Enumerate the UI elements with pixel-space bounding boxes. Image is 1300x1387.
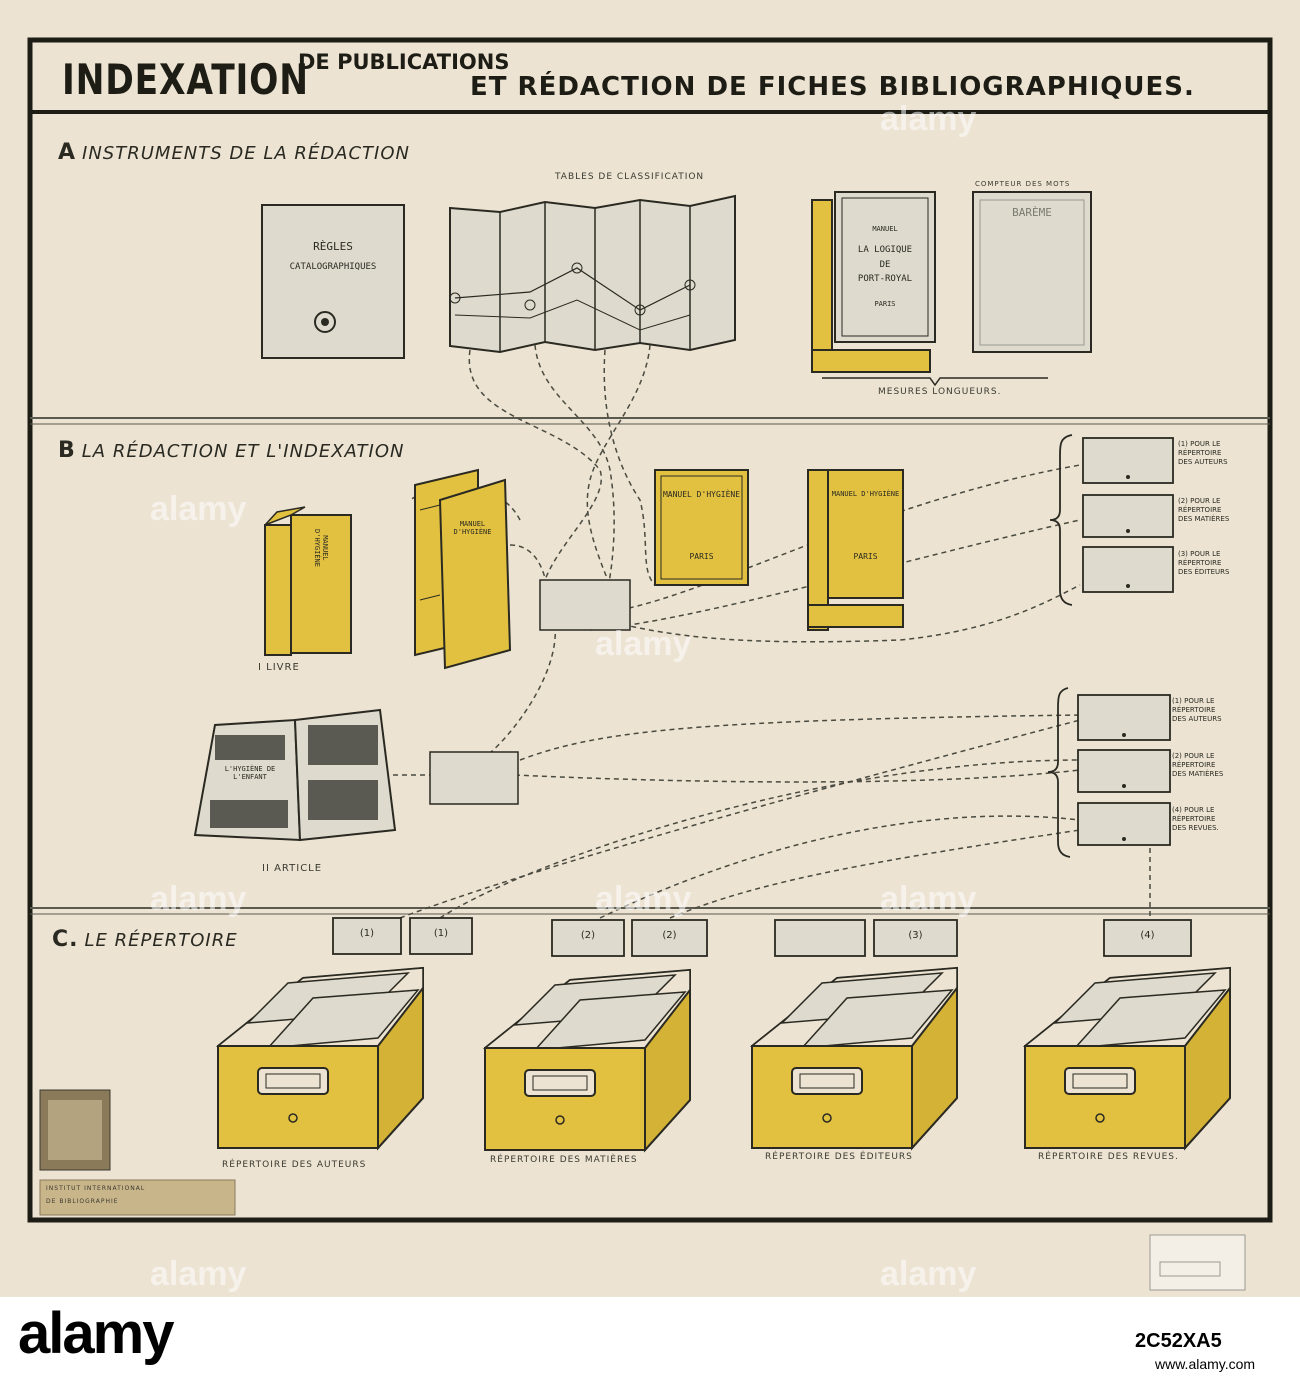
classification-tables xyxy=(449,194,736,354)
article-label: II ARTICLE xyxy=(262,863,323,874)
book-livre-label: I LIVRE xyxy=(258,662,300,673)
drawer-label-editeurs: RÉPERTOIRE DES ÉDITEURS xyxy=(765,1152,913,1162)
card-drawer xyxy=(1022,966,1231,1151)
card-drawer xyxy=(482,968,691,1153)
alamy-logo: alamy xyxy=(18,1301,174,1366)
drawers xyxy=(215,966,1231,1153)
bareme-title: BARÈME xyxy=(1012,206,1052,219)
image-id: 2C52XA5 xyxy=(1135,1330,1222,1352)
watermark: alamy xyxy=(150,1255,247,1293)
card-bottom-1-text: (1) POUR LE RÉPERTOIRE DES AUTEURS xyxy=(1172,697,1222,723)
manuel-open-title: MANUEL D'HYGIÈNE xyxy=(453,520,492,536)
regles-line1: RÈGLES xyxy=(313,240,353,253)
outer-frame xyxy=(27,37,1273,1223)
bracket-measures xyxy=(822,377,1048,387)
stamp-line1: INSTITUT INTERNATIONAL xyxy=(46,1185,146,1192)
watermark: alamy xyxy=(595,880,692,918)
manuel-a-line5: PARIS xyxy=(874,300,896,308)
book-manuel-b xyxy=(654,469,749,586)
tab-revues-1: (4) xyxy=(1140,930,1155,941)
manuel-b-title: MANUEL D'HYGIÈNE xyxy=(662,490,741,499)
small-card-article xyxy=(429,751,519,805)
institute-stamp xyxy=(39,1089,236,1216)
article-title: L'HYGIÈNE DE L'ENFANT xyxy=(224,765,276,781)
card-top-1-text: (1) POUR LE RÉPERTOIRE DES AUTEURS xyxy=(1178,440,1228,466)
card-bottom-3-text: (4) POUR LE RÉPERTOIRE DES REVUES. xyxy=(1172,806,1219,832)
stamp-line2: DE BIBLIOGRAPHIE xyxy=(46,1198,119,1205)
alamy-url: www.alamy.com xyxy=(1155,1356,1256,1372)
manuel-a-line4: PORT-ROYAL xyxy=(857,274,913,284)
tab-matieres-1: (2) xyxy=(580,930,596,941)
card-top-3-text: (3) POUR LE RÉPERTOIRE DES ÉDITEURS xyxy=(1178,550,1230,576)
card-drawer xyxy=(215,966,424,1151)
tab-editeurs-2: (3) xyxy=(908,930,923,941)
book-open-manuel xyxy=(414,468,512,670)
drawer-label-auteurs: RÉPERTOIRE DES AUTEURS xyxy=(222,1160,367,1170)
cards-group-bottom xyxy=(1047,687,1171,858)
manuel-a-line1: MANUEL xyxy=(872,225,898,233)
watermark: alamy xyxy=(595,625,692,663)
tables-label: TABLES DE CLASSIFICATION xyxy=(555,172,705,182)
watermark: alamy xyxy=(150,880,247,918)
diagram-canvas xyxy=(27,37,1273,1291)
card-bottom-2-text: (2) POUR LE RÉPERTOIRE DES MATIÈRES xyxy=(1172,752,1224,778)
tab-matieres-2: (2) xyxy=(662,930,677,941)
book-livre xyxy=(264,506,352,656)
poster-title-main: INDEXATION xyxy=(62,55,309,104)
watermark: alamy xyxy=(880,880,977,918)
manuel-a-line2: LA LOGIQUE xyxy=(857,245,913,255)
card-drawer xyxy=(749,966,958,1151)
watermark: alamy xyxy=(150,490,247,528)
cards-group-top xyxy=(1049,434,1174,606)
watermark: alamy xyxy=(880,1255,977,1293)
manuel-c-title: MANUEL D'HYGIÈNE xyxy=(831,490,900,498)
book-manuel-c-ruler xyxy=(807,469,904,631)
bareme-top: COMPTEUR DES MOTS xyxy=(975,180,1071,188)
tab-auteurs-1: (1) xyxy=(359,928,375,939)
drawer-label-revues: RÉPERTOIRE DES REVUES. xyxy=(1038,1152,1179,1162)
alamy-footer xyxy=(0,1297,1300,1387)
flow-lines xyxy=(393,344,1151,920)
library-stamp xyxy=(1149,1234,1246,1291)
card-top-2-text: (2) POUR LE RÉPERTOIRE DES MATIÈRES xyxy=(1178,497,1230,523)
drawer-label-matieres: RÉPERTOIRE DES MATIÈRES xyxy=(490,1155,638,1165)
tab-auteurs-2: (1) xyxy=(433,928,449,939)
section-c-heading: C.LE RÉPERTOIRE xyxy=(52,927,238,952)
manuel-b-paris: PARIS xyxy=(689,552,714,561)
bareme-sheet xyxy=(972,191,1092,353)
regles-line2: CATALOGRAPHIQUES xyxy=(289,262,377,272)
watermark: alamy xyxy=(880,100,977,138)
ruler-and-manuel xyxy=(811,191,936,373)
regles-book xyxy=(261,204,405,359)
poster-title-sub1: DE PUBLICATIONS xyxy=(298,50,510,74)
small-card-center xyxy=(539,579,631,631)
book-spine-text: MANUEL D'HYGIÈNE xyxy=(313,529,329,567)
poster-title-sub2: ET RÉDACTION DE FICHES BIBLIOGRAPHIQUES. xyxy=(470,72,1195,102)
manuel-a-line3: DE xyxy=(879,260,891,270)
measure-label: MESURES LONGUEURS. xyxy=(878,387,1002,397)
drawer-tabs xyxy=(332,917,1192,957)
open-article xyxy=(193,708,397,842)
manuel-c-paris: PARIS xyxy=(853,552,878,561)
